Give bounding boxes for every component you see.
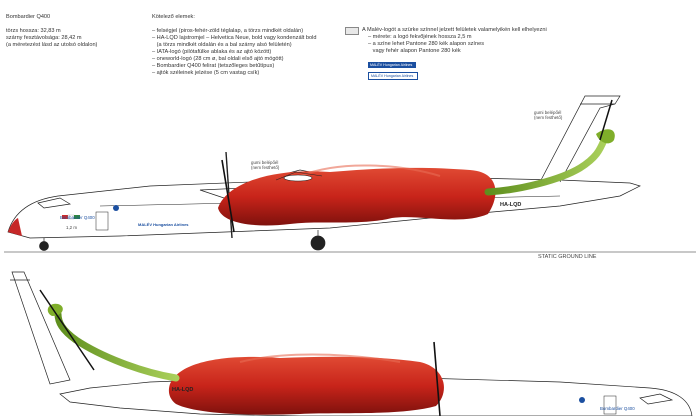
pepper-top xyxy=(218,129,615,226)
cockpit-window-bottom xyxy=(639,393,674,405)
required-item-2: – HA-LQD lajstromjel – Helvetica Neue, b… xyxy=(152,35,317,41)
legend-line-2: – mérete: a logó fekvőjének hossza 2,5 m xyxy=(368,34,472,40)
required-item-5: – oneworld-logó (28 cm ø, bal oldali els… xyxy=(152,56,284,62)
propeller-bottom xyxy=(433,341,441,416)
required-item-1: – felségjel (piros-fehér-zöld téglalap, … xyxy=(152,28,304,34)
static-ground-line-label: STATIC GROUND LINE xyxy=(538,254,597,260)
tail-stripe-top xyxy=(599,99,613,141)
oneworld-logo-bottom xyxy=(579,397,585,403)
aircraft-dimension-note: (a méretezést lásd az utolsó oldalon) xyxy=(6,42,98,48)
tail-stripe-bottom xyxy=(39,289,95,371)
legend-line-3: – a színe lehet Pantone 280 kék alapon s… xyxy=(368,41,484,47)
registration-bottom: HA-LQD xyxy=(172,387,194,393)
pepper-bottom xyxy=(47,303,444,415)
required-item-3: (a törzs mindkét oldalán és a bal szárny… xyxy=(152,42,292,48)
nose-cone-top xyxy=(8,218,22,236)
front-door-top xyxy=(95,211,109,231)
fuselage-malev-logo: MALÉV Hungarian Airlines xyxy=(138,222,189,227)
registration-top: HA-LQD xyxy=(500,202,522,208)
tail-fin-top xyxy=(539,95,621,183)
required-item-6: – Bombardier Q400 felirat (tetszőleges b… xyxy=(152,63,275,69)
iata-logo-top xyxy=(113,205,119,211)
legend-line-4: vagy fehér alapon Pantone 280 kék xyxy=(368,48,461,54)
required-item-7: – ajtók széleinek jelzése (5 cm vastag c… xyxy=(152,70,260,76)
tail-inlet-note: gumi belépőél (nem festhető) xyxy=(534,110,563,120)
aircraft-wingspan: szárny fesztávolsága: 28,42 m xyxy=(6,35,82,41)
propeller-inlet-note: gumi belépőél (nem festhető) xyxy=(251,160,280,170)
door-dimension: 1,2 m xyxy=(66,225,77,230)
aircraft-title: Bombardier Q400 xyxy=(6,14,51,20)
required-title: Kötelező elemek: xyxy=(152,14,195,20)
bombardier-label-bottom: Bombardier Q400 xyxy=(600,406,635,411)
legend-line-1: A Malév-logót a szürke színnel jelzett f… xyxy=(362,27,547,33)
tail-fin-bottom xyxy=(11,271,71,385)
front-door-bottom xyxy=(603,395,617,415)
bombardier-label-top: Bombardier Q400 xyxy=(60,215,95,220)
cockpit-window-top xyxy=(37,197,72,209)
malev-logo-sample-2: MALÉV Hungarian Airlines xyxy=(368,72,418,80)
grey-area-swatch xyxy=(345,27,359,35)
required-item-4: – IATA-logó (pilótafülke ablaka és az aj… xyxy=(152,49,272,55)
main-gear-top xyxy=(310,235,326,251)
aircraft-length: törzs hossza: 32,83 m xyxy=(6,28,61,34)
nose-gear-top xyxy=(39,241,49,251)
flag-mark-top xyxy=(62,215,68,219)
malev-logo-sample-1: MALÉV Hungarian Airlines xyxy=(368,62,416,68)
propeller-top-front xyxy=(221,159,235,233)
